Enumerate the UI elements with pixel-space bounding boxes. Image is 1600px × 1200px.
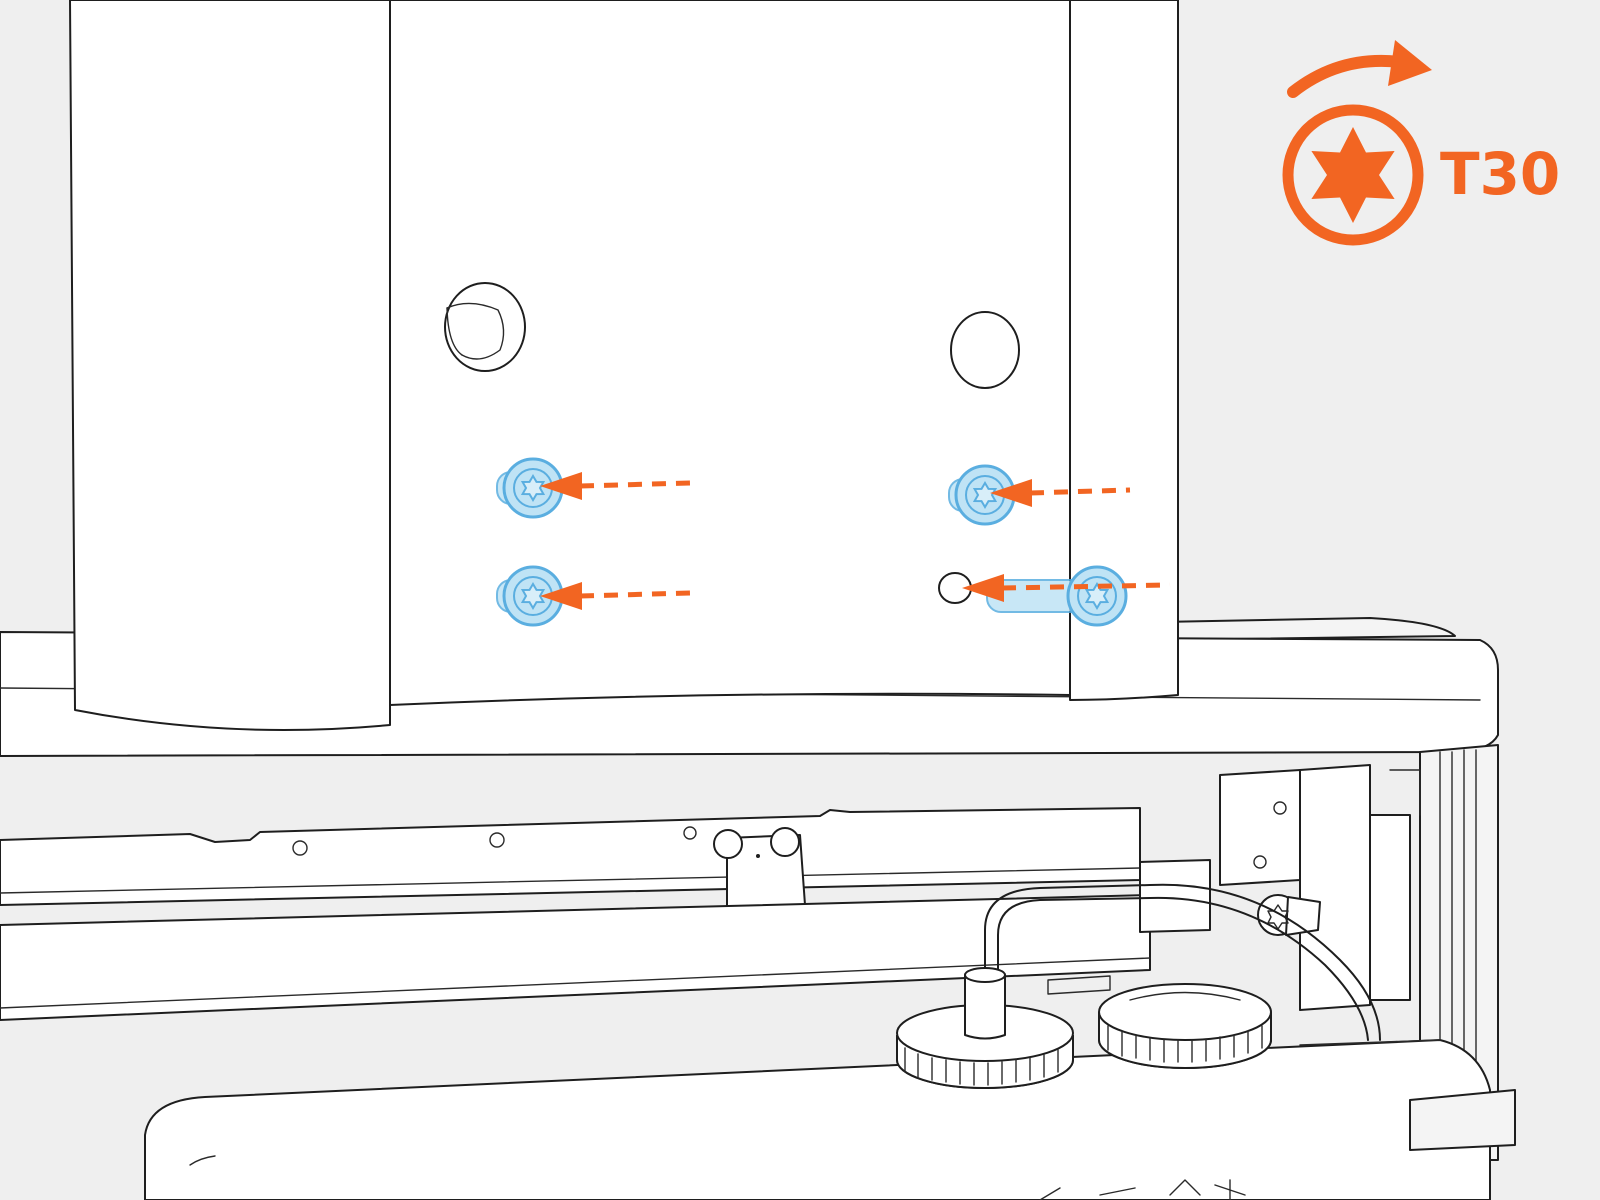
right-panel xyxy=(1069,0,1179,701)
enclosure-panels xyxy=(69,0,1179,731)
insertion-arrows xyxy=(540,472,1171,610)
screw-group xyxy=(496,457,1128,627)
torx-ring xyxy=(1282,104,1424,246)
tool-badge: T30 xyxy=(1282,40,1560,246)
torx-icon xyxy=(1311,127,1395,223)
reservoir-cap-left xyxy=(896,967,1074,1089)
insert-arrow xyxy=(962,574,1171,602)
panel-hole-right xyxy=(950,311,1020,389)
torx-screw xyxy=(948,464,1016,526)
insert-arrow xyxy=(540,582,691,610)
panel-hole-left xyxy=(444,282,526,372)
insert-arrow xyxy=(990,479,1131,507)
rotate-clockwise-arrow-icon xyxy=(1287,54,1406,98)
reservoir-cap-right xyxy=(1098,983,1272,1069)
center-panel xyxy=(389,0,1071,706)
torx-screw xyxy=(496,457,564,519)
insert-arrow xyxy=(540,472,691,500)
torx-screw xyxy=(496,565,564,627)
left-panel xyxy=(69,0,391,731)
tool-size-label: T30 xyxy=(1440,140,1560,208)
